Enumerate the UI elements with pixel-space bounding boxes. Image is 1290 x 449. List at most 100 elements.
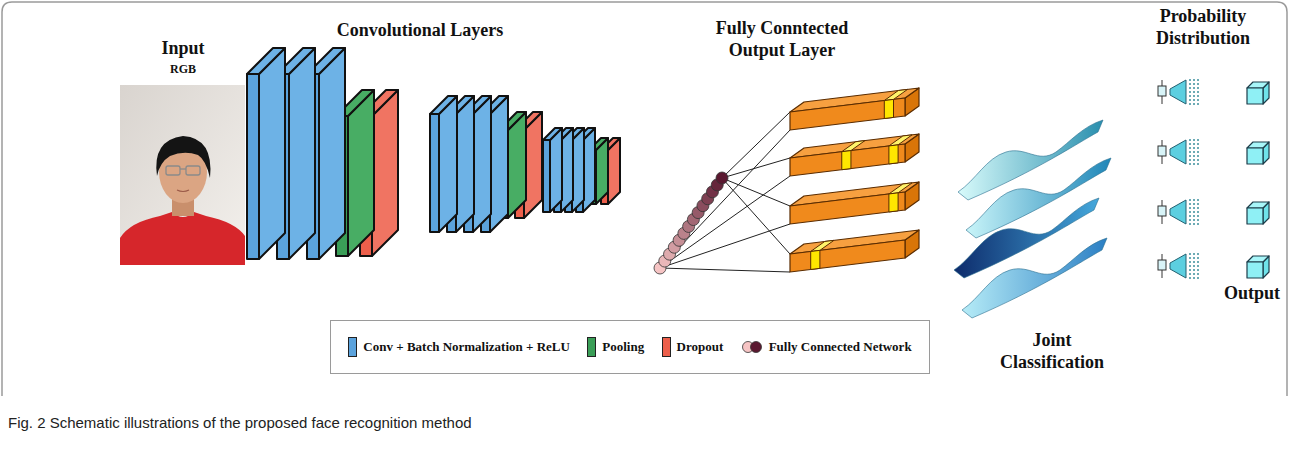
conv-slab-side (289, 48, 315, 259)
bar-highlight (842, 141, 865, 152)
conv-slab-side (439, 96, 457, 232)
cube-front (1247, 148, 1263, 164)
legend-box: Conv + Batch Normalization + ReLUPooling… (330, 320, 930, 374)
sample-dot (1197, 265, 1199, 267)
hair (156, 136, 210, 178)
conv-slab-side (550, 128, 562, 212)
distribution-wave (958, 120, 1103, 200)
sample-dot (1197, 147, 1199, 149)
sample-dot (1197, 223, 1199, 225)
sample-dot (1189, 207, 1191, 209)
sample-dot (1193, 223, 1195, 225)
sample-dot (1189, 253, 1191, 255)
output-cube (1247, 256, 1269, 278)
sample-dot (1197, 261, 1199, 263)
sample-dot (1197, 79, 1199, 81)
sample-dot (1193, 163, 1195, 165)
boxplot-box (1158, 146, 1166, 156)
bar-highlight (889, 145, 898, 164)
conv-slab-side (473, 96, 491, 232)
sample-dot (1193, 265, 1195, 267)
mouth (177, 190, 189, 192)
sample-dot (1197, 273, 1199, 275)
diagram-label: Input (123, 38, 243, 60)
sample-dot (1193, 257, 1195, 259)
figure-caption: Fig. 2 Schematic illustrations of the pr… (8, 414, 472, 431)
sample-dot (1197, 163, 1199, 165)
sample-dot (1193, 151, 1195, 153)
bar-highlight (889, 193, 898, 212)
cube-top (1247, 142, 1269, 148)
sample-dot (1197, 143, 1199, 145)
dropout-slab-side (372, 90, 398, 256)
conv-layers (247, 48, 620, 259)
fc-line (722, 178, 790, 206)
sample-dot (1193, 79, 1195, 81)
sample-dot (1189, 163, 1191, 165)
sample-dot (1193, 211, 1195, 213)
sample-dot (1197, 219, 1199, 221)
conv-slab-front (430, 114, 439, 232)
distribution-wave (962, 238, 1107, 318)
sample-dot (1189, 223, 1191, 225)
boxplot-box (1158, 86, 1166, 96)
distribution-cone (1170, 140, 1186, 164)
output-cube (1247, 202, 1269, 224)
legend-item: Fully Connected Network (741, 339, 912, 355)
bar-highlight (811, 240, 834, 251)
conv-block (247, 48, 398, 259)
conv-block (543, 128, 620, 212)
sample-dot (1189, 273, 1191, 275)
sample-dot (1189, 269, 1191, 271)
distribution-wave (966, 158, 1111, 238)
sample-dot (1197, 159, 1199, 161)
legend-swatch (587, 337, 596, 357)
sample-dot (1189, 203, 1191, 205)
sample-dot (1189, 87, 1191, 89)
distribution-cone (1170, 80, 1186, 104)
sample-dot (1189, 261, 1191, 263)
fc-connections (660, 112, 790, 272)
legend-item: Dropout (662, 337, 724, 357)
cube-top (1247, 256, 1269, 262)
output-bar (790, 230, 919, 272)
conv-slab-top (543, 128, 562, 140)
neuron (716, 172, 728, 184)
sample-dot (1189, 147, 1191, 149)
conv-slab (430, 96, 457, 232)
bar-front (790, 98, 905, 130)
sample-dot (1197, 211, 1199, 213)
sample-dot (1193, 253, 1195, 255)
diagram-label: Output (1220, 283, 1284, 305)
bar-highlight (889, 183, 912, 194)
fc-line (660, 176, 790, 268)
sample-dot (1197, 277, 1199, 279)
sample-dot (1197, 207, 1199, 209)
sample-dot (1193, 87, 1195, 89)
sample-dot (1193, 155, 1195, 157)
sample-dot (1197, 155, 1199, 157)
cube-front (1247, 88, 1263, 104)
cube-front (1247, 262, 1263, 278)
sample-dot (1197, 257, 1199, 259)
legend-item: Conv + Batch Normalization + ReLU (348, 337, 570, 357)
cube-top (1247, 82, 1269, 88)
fc-line (660, 224, 790, 268)
conv-slab-side (319, 48, 345, 259)
sample-dot (1197, 139, 1199, 141)
conv-slab (543, 128, 562, 212)
sample-dot (1189, 219, 1191, 221)
sample-dot (1189, 257, 1191, 259)
fc-output-bars (790, 88, 919, 272)
conv-slab-side (490, 96, 508, 232)
bar-highlight (811, 250, 820, 269)
legend-text: Dropout (677, 339, 724, 355)
sample-dot (1193, 277, 1195, 279)
legend-text: Fully Connected Network (769, 339, 912, 355)
sample-dot (1193, 103, 1195, 105)
sample-dot (1193, 261, 1195, 263)
fc-line (660, 130, 790, 268)
sample-dot (1193, 219, 1195, 221)
boxplot-box (1158, 206, 1166, 216)
conv-slab-side (456, 96, 474, 232)
